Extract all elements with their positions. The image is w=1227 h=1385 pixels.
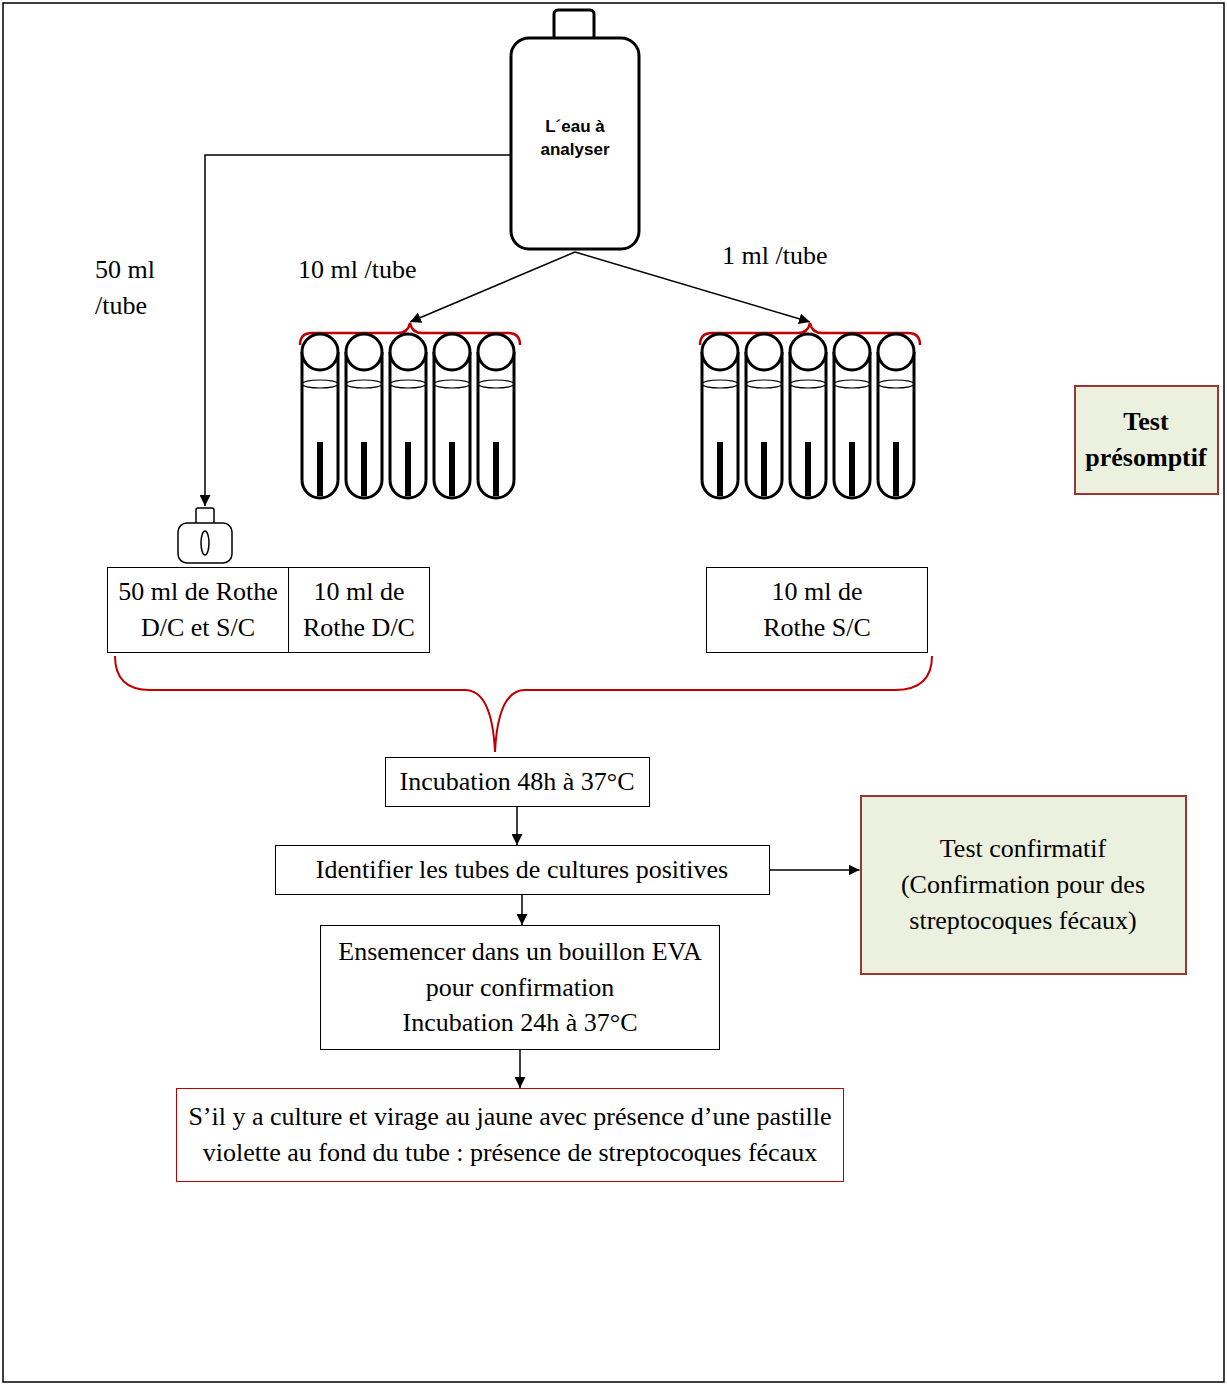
flow-arrow <box>521 895 523 925</box>
volume-label: 10 ml /tube <box>298 252 416 288</box>
pour-arrow <box>410 252 575 322</box>
test-tube <box>746 334 782 498</box>
tube-rack <box>302 334 914 498</box>
box-text: S’il y a culture et virage au jaune avec… <box>188 1099 832 1171</box>
box-text: Identifier les tubes de cultures positiv… <box>316 852 728 888</box>
frame <box>3 3 1224 1382</box>
process-box: Incubation 48h à 37°C <box>385 757 650 807</box>
flow-arrow <box>519 1050 521 1088</box>
medium-box: 50 ml de Rothe D/C et S/C <box>107 567 289 653</box>
box-text: Incubation 24h à 37°C <box>403 1005 638 1041</box>
result-box: S’il y a culture et virage au jaune avec… <box>176 1088 844 1182</box>
flask <box>178 508 232 563</box>
pour-arrow <box>205 155 510 506</box>
box-text: Ensemencer dans un bouillon EVA pour con… <box>332 934 708 1006</box>
box-text: 10 ml de Rothe D/C <box>300 574 418 646</box>
water-bottle: L´eau à analyser <box>508 8 642 252</box>
bottle-label: L´eau à analyser <box>508 116 642 162</box>
box-text: Incubation 48h à 37°C <box>400 764 635 800</box>
volume-label: 1 ml /tube <box>722 238 827 274</box>
box-text: 50 ml de Rothe D/C et S/C <box>116 574 280 646</box>
volume-label: 50 ml /tube <box>95 252 175 324</box>
process-box: Identifier les tubes de cultures positiv… <box>275 845 770 895</box>
test-tube <box>302 334 338 498</box>
medium-box: 10 ml de Rothe D/C <box>288 567 430 653</box>
medium-box: 10 ml de Rothe S/C <box>706 567 928 653</box>
test-tube <box>478 334 514 498</box>
test-tube <box>434 334 470 498</box>
test-tube <box>834 334 870 498</box>
test-tube <box>878 334 914 498</box>
test-tube <box>790 334 826 498</box>
test-tube <box>390 334 426 498</box>
stage-label: Test confirmatif (Confirmation pour des … <box>860 795 1187 975</box>
process-box: Ensemencer dans un bouillon EVA pour con… <box>320 925 720 1050</box>
box-text: Test confirmatif (Confirmation pour des … <box>883 831 1163 939</box>
flow-arrow <box>770 869 860 871</box>
box-text: 10 ml de Rothe S/C <box>758 574 876 646</box>
stage-label: Test présomptif <box>1074 385 1219 495</box>
test-tube <box>346 334 382 498</box>
box-text: Test présomptif <box>1085 404 1208 476</box>
test-tube <box>702 334 738 498</box>
brace <box>115 656 932 752</box>
flow-arrow <box>516 807 518 845</box>
